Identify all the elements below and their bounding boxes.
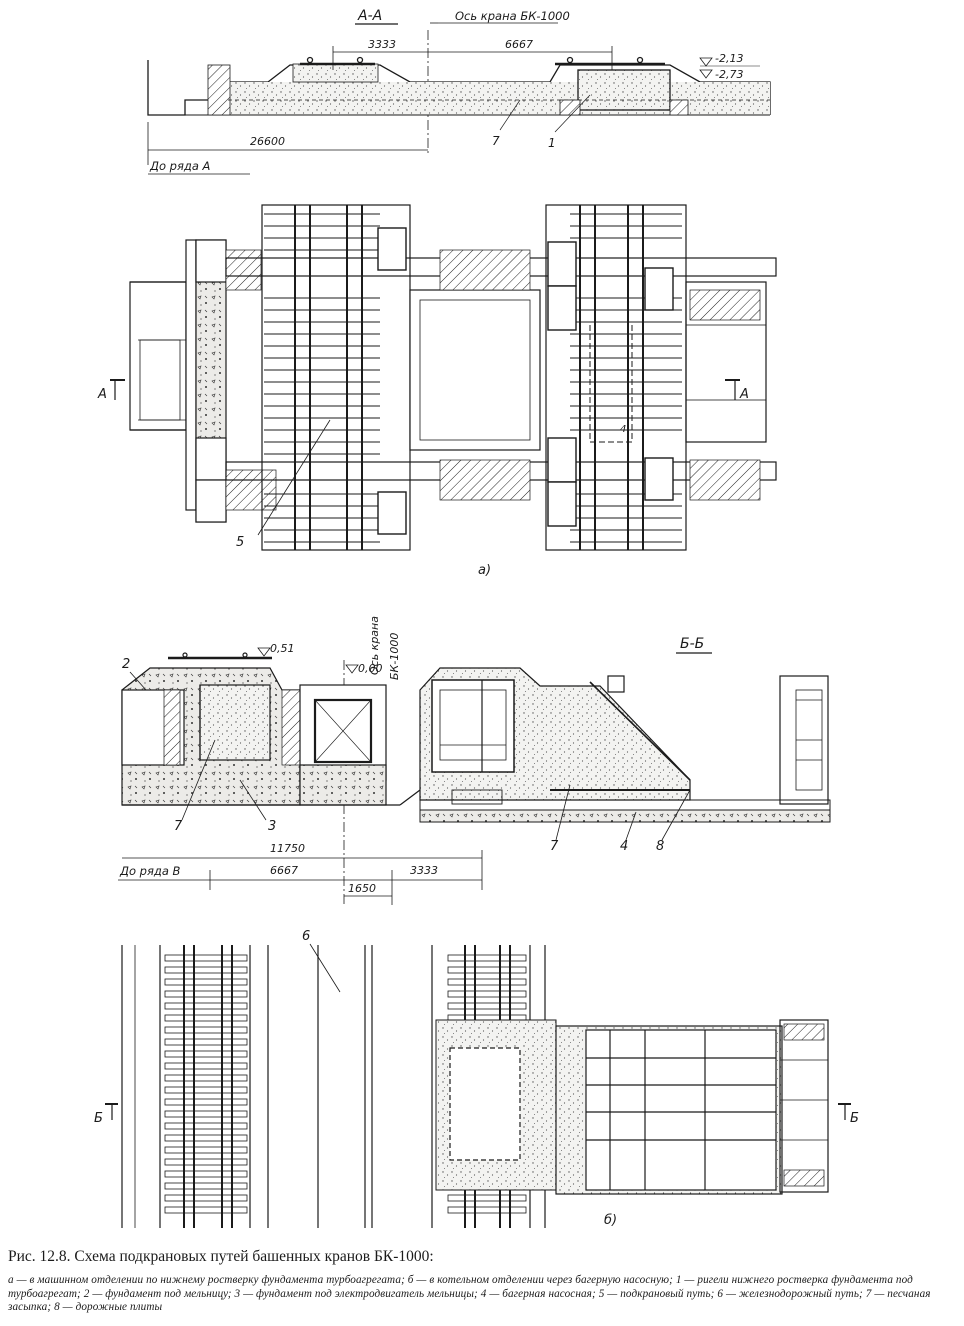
bb-dim-small: 1650 (348, 882, 376, 895)
bb-row-label: До ряда В (119, 864, 181, 878)
bb-callout-7a: 7 (174, 819, 183, 834)
plan-b-cut-left: Б (94, 1111, 103, 1126)
section-aa-title: А-А (357, 8, 382, 24)
plan-a-label: а) (478, 563, 491, 578)
bb-callout-8: 8 (656, 839, 664, 854)
section-aa: А-А Ось крана БК-1000 3333 6667 26600 До… (147, 8, 771, 175)
plan-a-callout-5: 5 (236, 535, 244, 550)
aa-dim-right: 6667 (505, 38, 533, 51)
plan-a-callout-4: 4 (620, 424, 626, 435)
plan-b: Б Б 6 б) (94, 929, 859, 1228)
aa-dim-left: 3333 (368, 38, 396, 51)
plan-b-label: б) (604, 1213, 617, 1228)
section-bb-title: Б-Б (680, 636, 704, 652)
aa-row-label: До ряда А (149, 159, 211, 173)
bb-callout-4: 4 (620, 839, 628, 854)
bb-dim-row: 11750 (270, 842, 305, 855)
plan-b-cut-right: Б (850, 1111, 859, 1126)
bb-callout-3: 3 (268, 819, 276, 834)
plan-b-callout-6: 6 (302, 929, 310, 944)
bb-dim-right: 3333 (410, 864, 438, 877)
right-track-sleepers (570, 213, 682, 543)
plan-a: А А 5 4 а) (97, 204, 777, 578)
aa-callout-1: 1 (548, 136, 556, 150)
caption-text: а — в машинном отделении по нижнему рост… (8, 1274, 931, 1313)
aa-dim-row: 26600 (250, 135, 285, 148)
plan-b-left-sleepers (164, 954, 248, 1214)
aa-callout-7: 7 (492, 134, 500, 148)
section-aa-axis-label: Ось крана БК-1000 (455, 9, 570, 23)
section-bb: Б-Б Ось крана БК-1000 0,51 0,00 (118, 616, 831, 905)
bb-axis-label-2: БК-1000 (388, 633, 401, 680)
bb-callout-7b: 7 (550, 839, 559, 854)
aa-level-1: -2,13 (715, 52, 743, 65)
bb-callout-2: 2 (122, 657, 130, 672)
figure-caption: Рис. 12.8. Схема подкрановых путей башен… (8, 1248, 958, 1315)
bb-dim-left: 6667 (270, 864, 298, 877)
caption-title: Рис. 12.8. Схема подкрановых путей башен… (8, 1248, 434, 1265)
plan-a-cut-left: А (97, 387, 107, 402)
bb-axis-label-1: Ось крана (368, 616, 381, 675)
plan-a-cut-right: А (739, 387, 749, 402)
bb-level-2: 0,00 (358, 662, 383, 675)
bb-level-1: 0,51 (270, 642, 295, 655)
aa-level-2: -2,73 (715, 68, 743, 81)
